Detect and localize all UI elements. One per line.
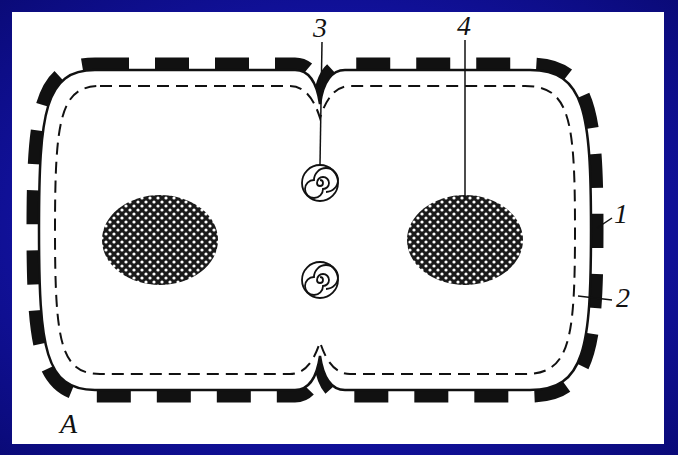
- cell-membrane: [55, 86, 575, 374]
- callout-number: 1: [614, 200, 628, 228]
- mesosome: [302, 165, 338, 201]
- mesosome: [302, 262, 338, 298]
- leader-line: [320, 42, 322, 164]
- callout-number: 3: [313, 14, 327, 42]
- cell-wall: [39, 70, 591, 390]
- callout-number: 2: [616, 284, 630, 312]
- nucleoid: [102, 195, 218, 285]
- leader-line: [464, 40, 466, 200]
- nucleoid: [407, 195, 523, 285]
- leader-line: [578, 296, 612, 300]
- callout-number: 4: [457, 12, 471, 40]
- panel-letter: A: [60, 410, 77, 438]
- capsule-patches: [33, 64, 597, 396]
- leader-line: [597, 218, 612, 228]
